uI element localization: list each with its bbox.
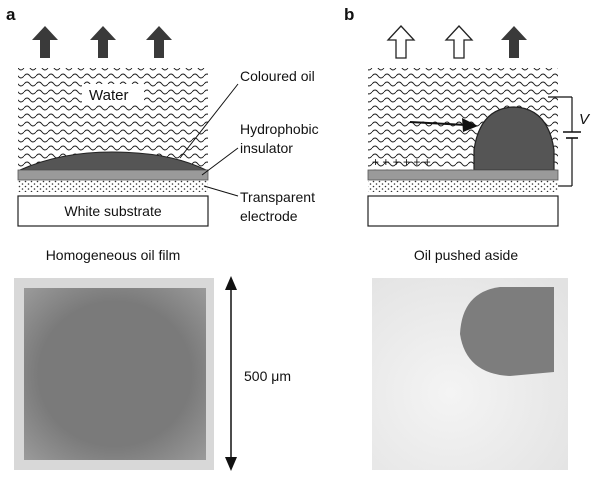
voltage-label: V <box>579 111 591 128</box>
scale-bar: 500 μm <box>225 276 291 471</box>
panel-b-letter: b <box>344 5 354 24</box>
light-arrow-icon <box>501 26 527 58</box>
electrode-label-line1: Transparent <box>240 189 315 205</box>
electrode-label-line2: electrode <box>240 208 298 224</box>
panel-a-letter: a <box>6 5 16 24</box>
light-arrow-open-icon <box>386 25 416 59</box>
substrate-label: White substrate <box>64 203 161 219</box>
light-arrow-icon <box>146 26 172 58</box>
panel-a-light-arrows <box>32 26 172 58</box>
white-substrate <box>17 195 209 227</box>
water-label: Water <box>89 87 128 104</box>
light-arrow-icon <box>32 26 58 58</box>
transparent-electrode <box>18 180 208 192</box>
hydrophobic-insulator <box>17 169 209 181</box>
oil-film <box>19 151 207 171</box>
oil-droplet <box>473 106 555 171</box>
insulator-label-line1: Hydrophobic <box>240 121 319 137</box>
light-arrow-icon <box>90 26 116 58</box>
scale-label: 500 μm <box>244 368 291 384</box>
light-arrow-open-icon <box>444 25 474 59</box>
insulator-label-line2: insulator <box>240 140 293 156</box>
panel-b: b + + + + + + V <box>344 5 591 470</box>
transparent-electrode-b <box>368 180 558 192</box>
coloured-oil-label: Coloured oil <box>240 68 315 84</box>
panel-a-caption: Homogeneous oil film <box>46 247 181 263</box>
photo-oil-patch <box>460 287 554 376</box>
panel-b-caption: Oil pushed aside <box>414 247 519 263</box>
white-substrate-b <box>367 195 559 227</box>
charge-symbols: + + + + + + <box>372 155 431 169</box>
panel-b-light-arrows <box>386 25 527 59</box>
hydrophobic-insulator-b <box>367 169 559 181</box>
voltage-circuit: V <box>548 96 591 187</box>
panel-a: a Water White substrate Coloured oil Hyd… <box>6 5 319 470</box>
